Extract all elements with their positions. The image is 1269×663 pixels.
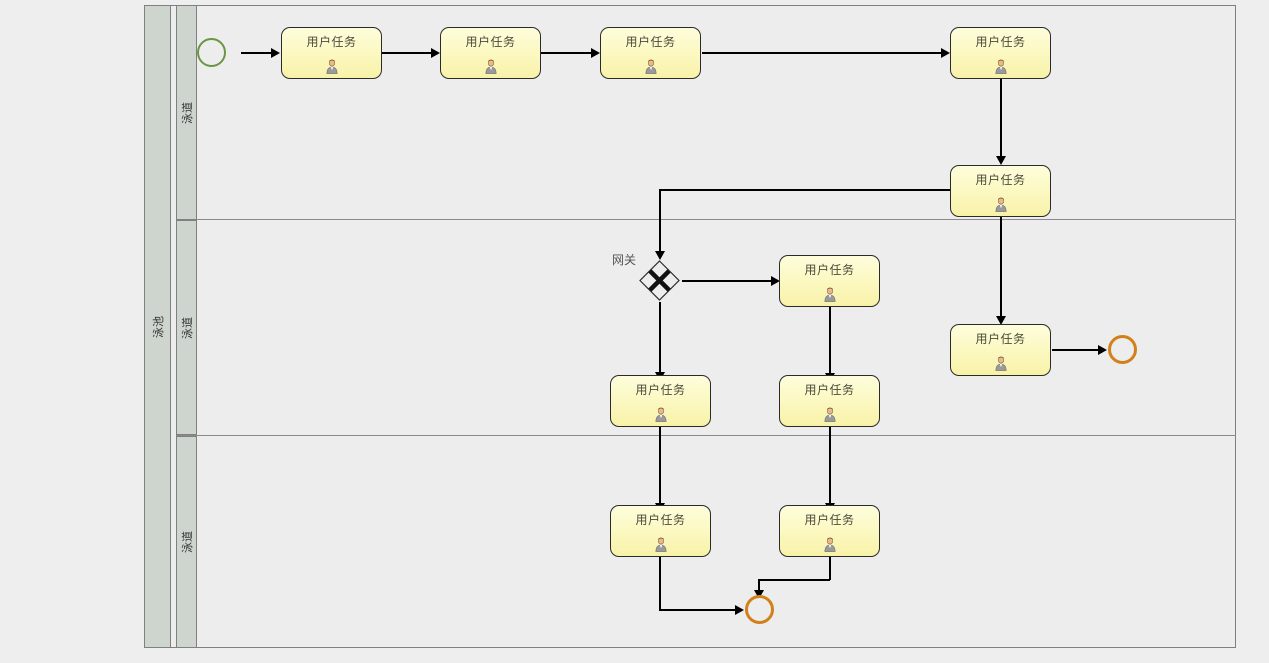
user-icon: [655, 537, 666, 552]
edge-taskD-endbottom-h: [659, 609, 737, 611]
task-5[interactable]: 用户任务: [950, 165, 1051, 217]
user-icon: [326, 59, 337, 74]
task-label: 用户任务: [306, 35, 357, 49]
arrowhead: [771, 276, 780, 286]
task-10[interactable]: 用户任务: [610, 505, 711, 557]
lane-header-1[interactable]: 泳道: [176, 5, 197, 220]
task-7[interactable]: 用户任务: [950, 324, 1051, 376]
edge-taskB-taskD: [659, 427, 661, 505]
edge-task5-gateway-h: [660, 189, 951, 191]
arrowhead: [1098, 345, 1107, 355]
end-event-right[interactable]: [1108, 335, 1137, 364]
edge-taskE-endbottom-v2: [758, 579, 760, 593]
lane-label-3: 泳道: [180, 531, 194, 553]
task-label: 用户任务: [635, 513, 686, 527]
task-label: 用户任务: [975, 173, 1026, 187]
edge-task1-task2: [382, 52, 432, 54]
gateway-diamond-icon: [639, 260, 680, 301]
edge-taskC-taskE: [829, 427, 831, 505]
task-4[interactable]: 用户任务: [950, 27, 1051, 79]
user-icon: [824, 537, 835, 552]
pool-header[interactable]: 泳池: [144, 5, 171, 648]
arrowhead: [996, 316, 1006, 325]
user-icon: [995, 59, 1006, 74]
task-label: 用户任务: [804, 513, 855, 527]
edge-gateway-taskB: [659, 302, 661, 374]
task-label: 用户任务: [975, 332, 1026, 346]
user-icon: [995, 197, 1006, 212]
lane-label-1: 泳道: [180, 101, 194, 124]
arrowhead: [735, 605, 744, 615]
arrowhead: [996, 156, 1006, 165]
edge-taskE-endbottom-h: [758, 579, 830, 581]
task-label: 用户任务: [465, 35, 516, 49]
lane-label-2: 泳道: [180, 316, 194, 339]
lane-divider-2: [176, 435, 1236, 436]
edge-taskA-taskC: [829, 307, 831, 375]
user-icon: [485, 59, 496, 74]
edge-task3-task4: [702, 52, 942, 54]
arrowhead: [941, 48, 950, 58]
user-icon: [995, 356, 1006, 371]
task-label: 用户任务: [804, 383, 855, 397]
lane-divider-1: [176, 219, 1236, 220]
pool-label: 泳池: [151, 315, 165, 338]
task-2[interactable]: 用户任务: [440, 27, 541, 79]
task-label: 用户任务: [635, 383, 686, 397]
start-event[interactable]: [197, 38, 226, 67]
arrowhead: [431, 48, 440, 58]
edge-gateway-taskA: [682, 280, 773, 282]
end-event-bottom[interactable]: [745, 595, 774, 624]
arrowhead: [655, 251, 665, 260]
task-1[interactable]: 用户任务: [281, 27, 382, 79]
arrowhead: [754, 590, 764, 599]
task-label: 用户任务: [625, 35, 676, 49]
edge-task5-task9: [1000, 217, 1002, 317]
user-icon: [824, 287, 835, 302]
user-icon: [824, 407, 835, 422]
arrowhead: [271, 48, 280, 58]
edge-task4-task5: [1000, 79, 1002, 157]
lane-header-3[interactable]: 泳道: [176, 436, 197, 648]
user-icon: [655, 407, 666, 422]
edge-task2-task3: [541, 52, 592, 54]
edge-taskD-endbottom-v: [659, 557, 661, 610]
user-icon: [645, 59, 656, 74]
task-3[interactable]: 用户任务: [600, 27, 701, 79]
task-6[interactable]: 用户任务: [779, 255, 880, 307]
edge-taskE-endbottom-v1: [829, 557, 831, 580]
exclusive-gateway[interactable]: [639, 260, 680, 301]
task-label: 用户任务: [804, 263, 855, 277]
task-8[interactable]: 用户任务: [610, 375, 711, 427]
task-label: 用户任务: [975, 35, 1026, 49]
edge-start-task1: [241, 52, 271, 54]
task-9[interactable]: 用户任务: [779, 375, 880, 427]
gateway-label: 网关: [612, 253, 637, 267]
edge-task5-gateway-v: [659, 189, 661, 253]
arrowhead: [591, 48, 600, 58]
task-11[interactable]: 用户任务: [779, 505, 880, 557]
edge-task9-endright: [1052, 349, 1102, 351]
lane-header-2[interactable]: 泳道: [176, 220, 197, 435]
